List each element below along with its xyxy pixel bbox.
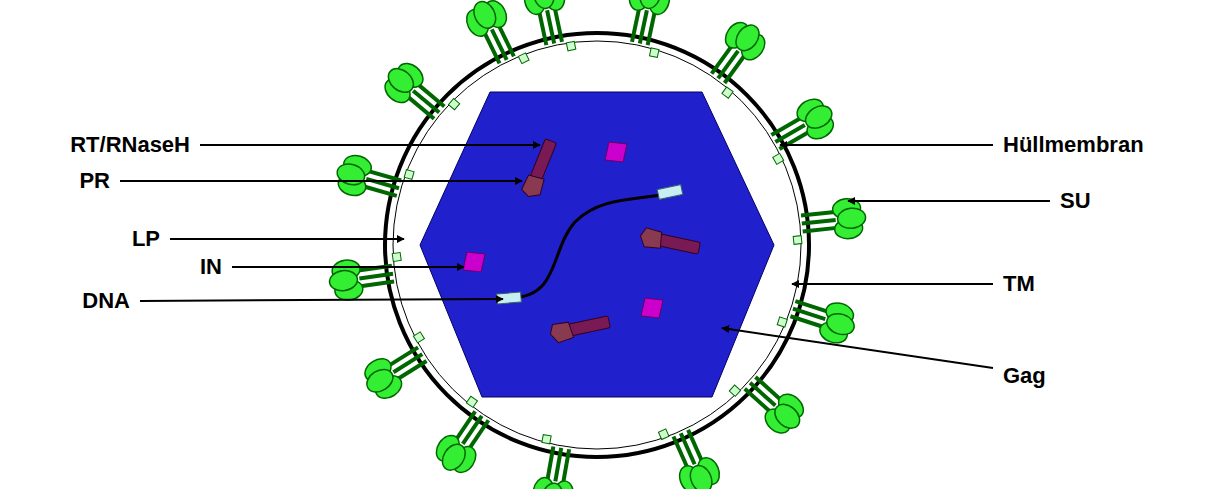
part-label: SU xyxy=(1060,188,1091,214)
part-label: IN xyxy=(200,254,222,280)
part-label: Hüllmembran xyxy=(1003,132,1144,158)
part-label: TM xyxy=(1003,271,1035,297)
part-label: DNA xyxy=(82,288,130,314)
part-label: LP xyxy=(132,226,160,252)
part-label: PR xyxy=(79,168,110,194)
part-label: RT/RNaseH xyxy=(70,132,190,158)
part-label: Gag xyxy=(1003,363,1046,389)
